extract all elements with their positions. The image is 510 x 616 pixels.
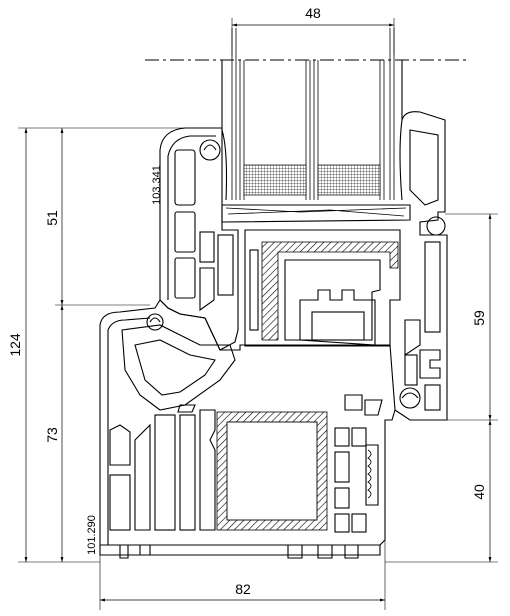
sash-profile-ref: 103.341 — [151, 165, 163, 205]
dim-label-48: 48 — [305, 5, 321, 21]
dim-label-82: 82 — [235, 581, 251, 597]
right-frame-profile — [394, 111, 448, 421]
frame-profile — [99, 299, 396, 559]
glass-package — [221, 28, 411, 223]
dim-sash-frame-split: 51 73 — [44, 128, 150, 562]
sash-inner-chamber — [244, 229, 401, 347]
spacer-right — [317, 164, 381, 196]
dim-label-73: 73 — [44, 427, 60, 443]
dim-right-heights: 59 40 — [385, 213, 498, 563]
dim-label-124: 124 — [7, 333, 23, 357]
dim-overall-height: 124 — [7, 127, 222, 563]
dim-label-40: 40 — [471, 484, 487, 500]
dim-overall-width: 82 — [99, 540, 386, 610]
dim-label-51: 51 — [44, 210, 60, 226]
frame-profile-ref: 101.290 — [86, 515, 98, 555]
spacer-left — [243, 164, 307, 196]
dim-glass-width: 48 — [231, 5, 395, 55]
dim-label-59: 59 — [471, 310, 487, 326]
centre-gasket — [299, 289, 376, 346]
